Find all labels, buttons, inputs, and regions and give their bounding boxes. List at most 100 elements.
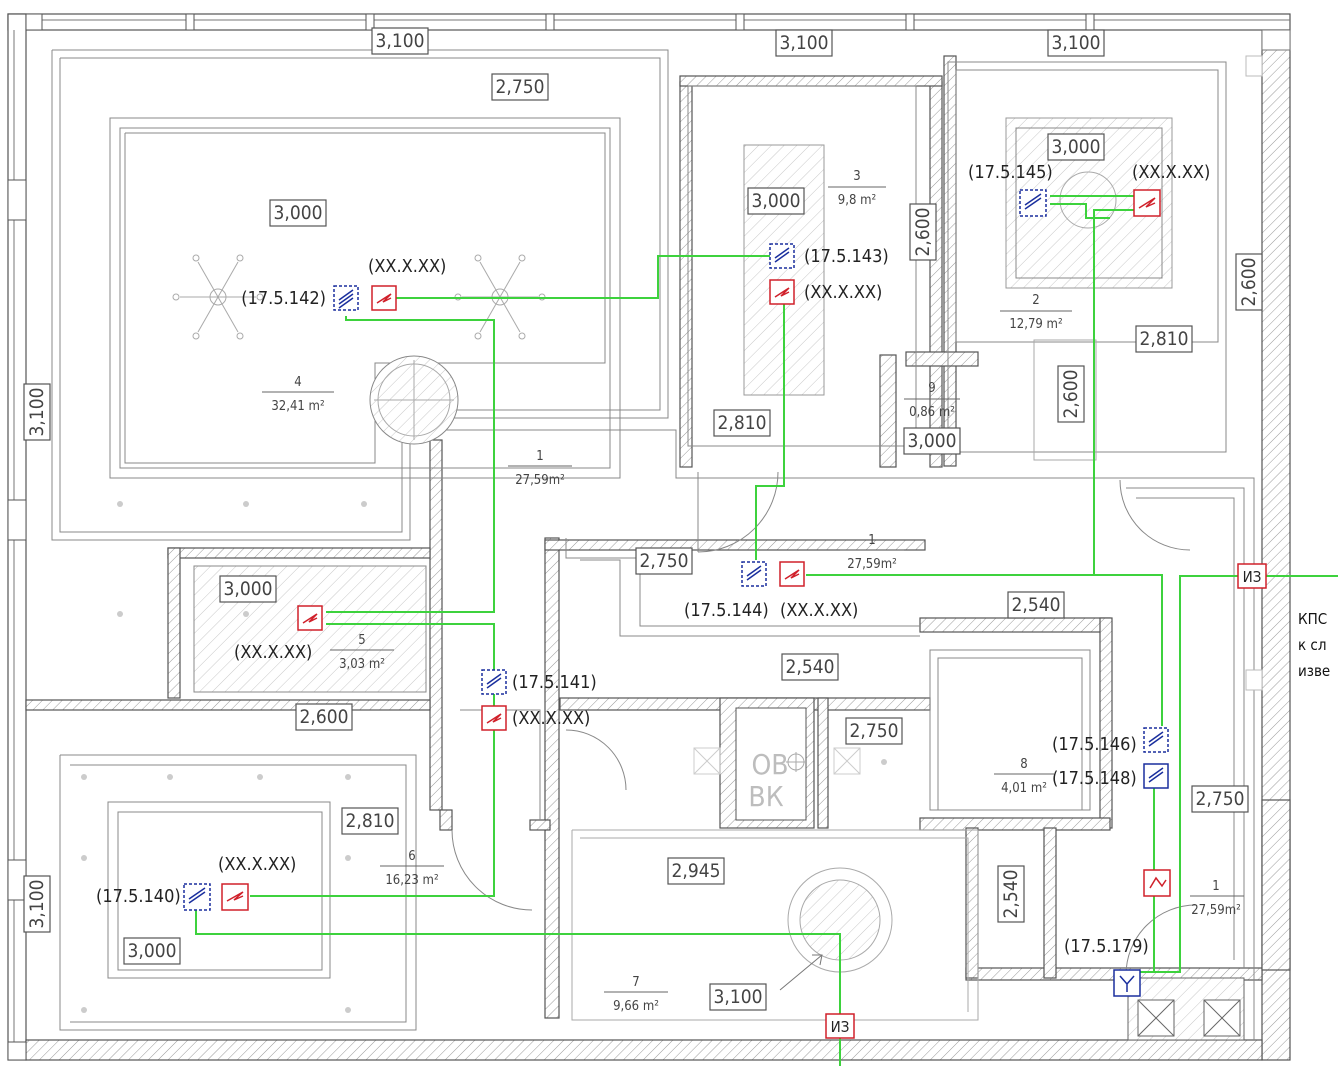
- svg-text:3,000: 3,000: [1052, 136, 1101, 158]
- lamp-icon: [481, 669, 507, 695]
- switch-icon: [769, 279, 795, 305]
- svg-text:3,100: 3,100: [376, 30, 425, 52]
- device-label: (XX.X.XX): [1132, 162, 1210, 183]
- lamp-icon: [741, 561, 767, 587]
- device-label: (17.5.146): [1052, 734, 1137, 755]
- height-tag: 3,100: [23, 875, 51, 933]
- svg-text:9,8 m²: 9,8 m²: [838, 193, 876, 208]
- lamp-icon: [1019, 189, 1047, 217]
- height-tag: 3,000: [269, 199, 327, 227]
- height-tag: 2,600: [1057, 365, 1085, 423]
- switch-icon: [297, 605, 323, 631]
- svg-text:2,810: 2,810: [718, 412, 767, 434]
- switch-icon: [371, 285, 397, 311]
- svg-text:27,59m²: 27,59m²: [1191, 903, 1241, 918]
- svg-text:1: 1: [536, 449, 543, 464]
- svg-text:2,810: 2,810: [1140, 328, 1189, 350]
- height-tag: 3,000: [123, 937, 181, 965]
- device-label: (17.5.179): [1064, 936, 1149, 957]
- iz-box: ИЗ: [825, 1013, 855, 1039]
- svg-text:2,600: 2,600: [1060, 370, 1082, 419]
- svg-text:2,750: 2,750: [640, 550, 689, 572]
- height-tag: 2,540: [781, 653, 839, 681]
- device-label: (17.5.148): [1052, 768, 1137, 789]
- height-tag: 3,000: [903, 427, 961, 455]
- device-label: (17.5.145): [968, 162, 1053, 183]
- svg-text:к сл: к сл: [1298, 636, 1326, 654]
- height-tag: 3,100: [371, 27, 429, 55]
- svg-text:32,41 m²: 32,41 m²: [271, 399, 324, 414]
- height-tag: 2,750: [635, 547, 693, 575]
- room-tag: 127,59m²: [1190, 879, 1244, 918]
- svg-text:27,59m²: 27,59m²: [515, 473, 565, 488]
- device-label: (XX.X.XX): [234, 642, 312, 663]
- svg-text:3,100: 3,100: [780, 32, 829, 54]
- svg-text:4,01 m²: 4,01 m²: [1001, 781, 1047, 796]
- height-tag: 3,000: [747, 187, 805, 215]
- device-label: (17.5.144): [684, 600, 769, 621]
- svg-text:2,810: 2,810: [346, 810, 395, 832]
- room-tag: 9 0,86 m²: [904, 381, 960, 420]
- switch-icon: [1133, 189, 1161, 217]
- device-label: (XX.X.XX): [368, 256, 446, 277]
- room-tag: 3 9,8 m²: [828, 169, 886, 208]
- electrical-devices: [183, 189, 1171, 997]
- svg-text:2,540: 2,540: [786, 656, 835, 678]
- svg-text:5: 5: [358, 633, 365, 648]
- room-tag: 5 3,03 m²: [330, 633, 394, 672]
- junction-box-icon: [1113, 969, 1141, 997]
- svg-text:7: 7: [632, 975, 639, 990]
- svg-text:3,03 m²: 3,03 m²: [339, 657, 385, 672]
- svg-text:12,79 m²: 12,79 m²: [1009, 317, 1062, 332]
- svg-text:4: 4: [294, 375, 301, 390]
- device-label: (17.5.143): [804, 246, 889, 267]
- svg-text:3,100: 3,100: [26, 388, 48, 437]
- svg-text:3,100: 3,100: [1052, 32, 1101, 54]
- svg-text:2: 2: [1032, 293, 1039, 308]
- svg-text:8: 8: [1020, 757, 1027, 772]
- lamp-icon: [1143, 763, 1169, 789]
- room-tag: 4 32,41 m²: [262, 375, 334, 414]
- room-tag: 1 27,59m²: [508, 449, 572, 488]
- svg-text:16,23 m²: 16,23 m²: [385, 873, 438, 888]
- room-tag: 127,59m²: [840, 533, 904, 572]
- height-tag: 3,100: [23, 383, 51, 441]
- height-tag: 2,810: [1135, 325, 1193, 353]
- device-label: (17.5.141): [512, 672, 597, 693]
- room-tag: 79,66 m²: [604, 975, 668, 1014]
- svg-text:2,600: 2,600: [912, 208, 934, 257]
- height-tag: 3,100: [709, 983, 767, 1011]
- height-tag: 3,000: [1047, 133, 1105, 161]
- lamp-icon: [183, 883, 211, 911]
- svg-text:3,000: 3,000: [224, 578, 273, 600]
- height-tag: 2,600: [909, 203, 937, 261]
- svg-text:6: 6: [408, 849, 415, 864]
- svg-text:3,100: 3,100: [714, 986, 763, 1008]
- height-tag: 2,600: [295, 703, 353, 731]
- svg-text:КПС: КПС: [1298, 610, 1327, 628]
- svg-text:изве: изве: [1298, 662, 1330, 680]
- height-tag: 3,000: [219, 575, 277, 603]
- svg-text:ИЗ: ИЗ: [831, 1018, 850, 1036]
- device-labels: (17.5.142) (XX.X.XX) (17.5.143) (XX.X.XX…: [96, 162, 1210, 957]
- svg-text:9: 9: [928, 381, 935, 396]
- svg-text:3,000: 3,000: [128, 940, 177, 962]
- note-text: КПС к сл изве: [1298, 610, 1330, 680]
- svg-text:2,600: 2,600: [1238, 258, 1260, 307]
- height-tag: 2,945: [667, 857, 725, 885]
- lamp-icon: [1143, 727, 1169, 753]
- room-tag: 6 16,23 m²: [380, 849, 444, 888]
- svg-text:2,945: 2,945: [672, 860, 721, 882]
- room-tag: 8 4,01 m²: [994, 757, 1054, 796]
- height-tag: 2,750: [491, 73, 549, 101]
- svg-text:0,86 m²: 0,86 m²: [909, 405, 955, 420]
- room-tags: 4 32,41 m² 3 9,8 m² 2 12,79 m² 9 0,86 m² 1 27…: [262, 169, 1244, 1014]
- svg-text:3: 3: [853, 169, 860, 184]
- svg-text:27,59m²: 27,59m²: [847, 557, 897, 572]
- svg-text:ОВ: ОВ: [751, 748, 788, 781]
- height-tag: 2,750: [845, 717, 903, 745]
- light-fixtures: [81, 171, 1117, 1013]
- iz-box: ИЗ: [1237, 563, 1267, 589]
- height-tag: 2,810: [341, 807, 399, 835]
- svg-text:3,000: 3,000: [908, 430, 957, 452]
